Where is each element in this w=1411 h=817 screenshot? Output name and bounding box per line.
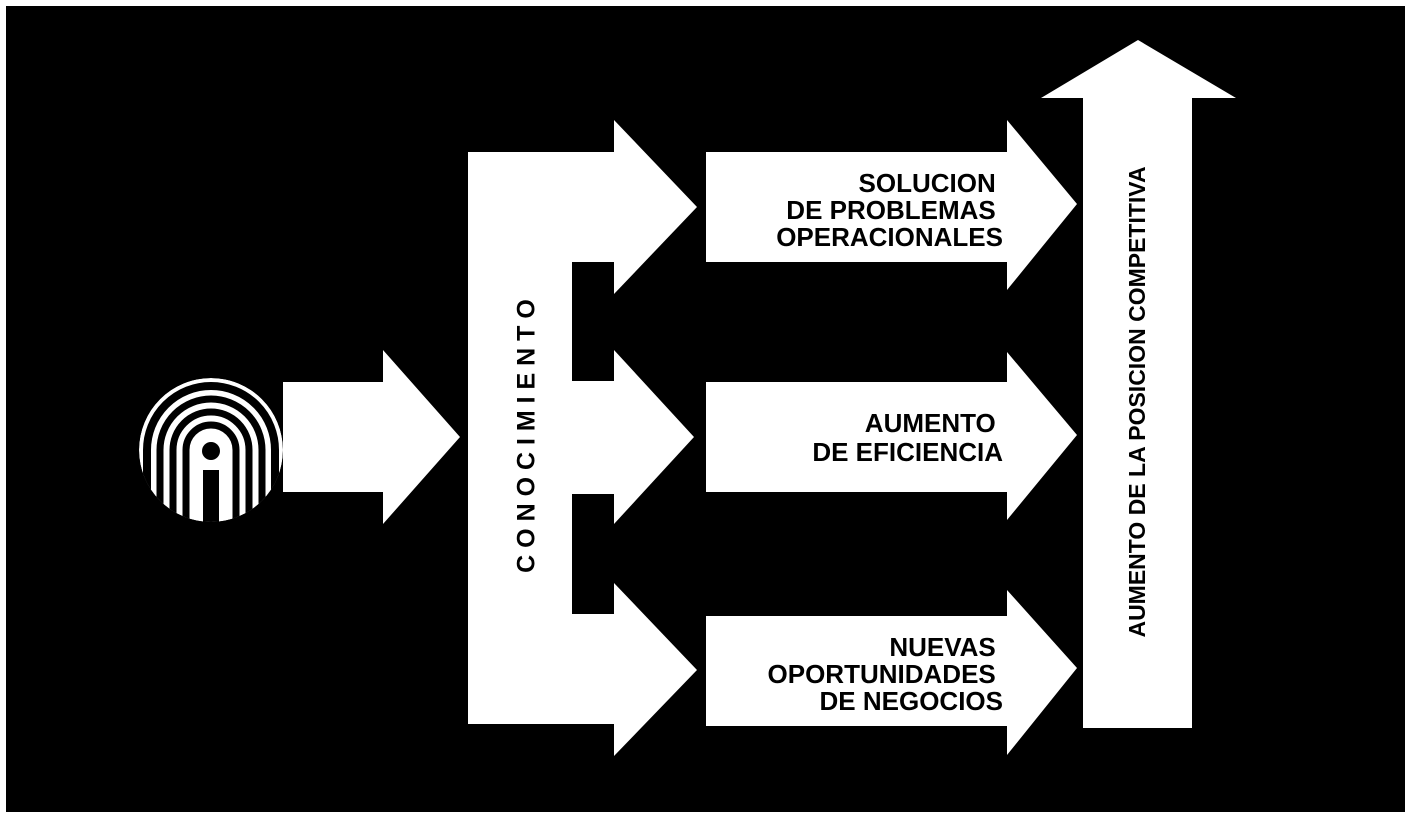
branch-arrow-3 [614,583,697,756]
result-arrow [1041,40,1236,728]
outcome-2-line-2: DE EFICIENCIA [812,437,1003,467]
result-label: AUMENTO DE LA POSICION COMPETITIVA [1124,166,1150,637]
outcome-label-2: AUMENTO DE EFICIENCIA [812,408,1003,467]
outcome-arrow-2 [706,352,1077,520]
outcome-3-line-2: OPORTUNIDADES [768,659,996,689]
outcome-label-1: SOLUCION DE PROBLEMAS OPERACIONALES [776,168,1003,252]
outcome-arrow-1 [706,120,1077,290]
fingerprint-logo-icon [139,378,283,522]
outcome-1-line-1: SOLUCION [859,168,996,198]
branch-arrow-2 [614,350,694,524]
outcome-3-line-3: DE NEGOCIOS [820,686,1003,716]
outcome-1-line-3: OPERACIONALES [776,222,1003,252]
outcome-label-3: NUEVAS OPORTUNIDADES DE NEGOCIOS [768,632,1003,716]
outcome-arrow-3 [706,590,1077,755]
outcome-3-line-1: NUEVAS [889,632,995,662]
branch-arrow-1 [614,120,697,294]
knowledge-branch [468,152,615,724]
outcome-2-line-1: AUMENTO [865,408,996,438]
outcome-1-line-2: DE PROBLEMAS [786,195,995,225]
input-arrow [283,350,460,524]
knowledge-label: C O N O C I M I E N T O [513,299,541,573]
